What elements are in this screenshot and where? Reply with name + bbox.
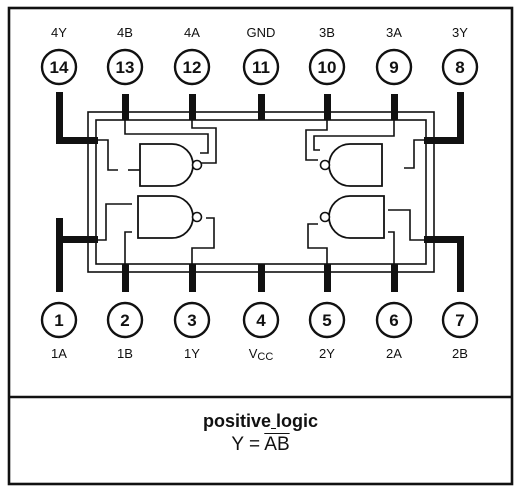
pin-2-number: 2 <box>120 311 129 330</box>
pin-9-lead <box>391 94 398 120</box>
pin-9-circle <box>375 48 413 86</box>
pin-3-number: 3 <box>187 311 196 330</box>
nand-gate-icon <box>137 195 203 239</box>
pin-6-number: 6 <box>389 311 398 330</box>
bottom-pin-leads <box>56 218 464 292</box>
gate3-input-b-wire <box>305 120 328 161</box>
vcc-v: V <box>249 346 258 361</box>
package-outline-inner <box>95 119 427 265</box>
pin-11-label: GND <box>247 25 276 40</box>
pin-12-number: 12 <box>183 58 202 77</box>
top-pin-row: 4Y 4B 4A GND 3B 3A 3Y 14 13 12 11 10 9 8 <box>40 25 479 86</box>
pin-6-label: 2A <box>386 346 402 361</box>
logic-title: positive logic <box>9 411 512 432</box>
pin-10-lead <box>324 94 331 120</box>
gate1-input-a-wire <box>96 203 132 241</box>
pin-2-circle <box>106 301 144 339</box>
pin-8-lead <box>457 92 464 144</box>
gate4-input-a-wire <box>191 120 217 164</box>
pin-3-circle <box>173 301 211 339</box>
pin-7-label: 2B <box>452 346 468 361</box>
pin-4-circle <box>242 301 280 339</box>
diagram-frame <box>7 6 514 486</box>
pin-12-lead <box>189 94 196 120</box>
logic-equation: Y = AB <box>9 434 512 456</box>
logic-footer: positive logic Y = AB <box>9 397 512 484</box>
top-pin-leads <box>56 92 464 144</box>
nand-gate-icon <box>128 143 203 187</box>
pin-7-lead <box>457 236 464 292</box>
pin-1-lead-horizontal <box>56 236 98 243</box>
pin-9-label: 3A <box>386 25 402 40</box>
gate1-input-b-wire <box>124 231 132 264</box>
gate4-output-wire <box>96 139 118 171</box>
pin-14-label: 4Y <box>51 25 67 40</box>
pin-8-number: 8 <box>455 58 464 77</box>
pin-12-label: 4A <box>184 25 200 40</box>
pin-11-lead <box>258 94 265 120</box>
pin-6-lead <box>391 264 398 292</box>
pin-7-lead-horizontal <box>424 236 464 243</box>
pin-7-circle <box>441 301 479 339</box>
pin-3-lead <box>189 264 196 292</box>
pin-10-label: 3B <box>319 25 335 40</box>
logic-title-word1: positive <box>202 411 271 431</box>
pin-5-number: 5 <box>322 311 331 330</box>
pin-13-label: 4B <box>117 25 133 40</box>
pin-8-lead-horizontal <box>424 137 464 144</box>
pin-11-number: 11 <box>252 58 270 77</box>
pin-1-lead <box>56 218 63 292</box>
pin-3-label: 1Y <box>184 346 200 361</box>
nand-gate-icon <box>319 143 383 187</box>
pin-14-lead-horizontal <box>56 137 98 144</box>
bottom-pin-row: 1 2 3 4 5 6 7 1A 1B 1Y VCC 2Y 2A 2B <box>40 301 479 363</box>
equation-overlined-ab: AB <box>264 434 290 455</box>
pin-5-circle <box>308 301 346 339</box>
nand-gates <box>128 143 385 239</box>
pin-4-number: 4 <box>256 311 266 330</box>
pin-8-label: 3Y <box>452 25 468 40</box>
pin-13-number: 13 <box>116 58 135 77</box>
pin-14-number: 14 <box>50 58 69 77</box>
gate2-output-wire <box>307 223 328 264</box>
internal-wiring <box>96 120 426 264</box>
pin-12-circle <box>173 48 211 86</box>
pin-14-circle <box>40 48 78 86</box>
gate2-input-a-wire <box>388 231 395 264</box>
pin-10-circle <box>308 48 346 86</box>
pin-13-lead <box>122 94 129 120</box>
pin-1-circle <box>40 301 78 339</box>
pin-5-lead <box>324 264 331 292</box>
gate3-input-a-wire <box>313 120 395 151</box>
pin-1-number: 1 <box>54 311 63 330</box>
gate1-output-wire <box>191 217 215 264</box>
equation-prefix: Y = <box>231 434 265 455</box>
pin-6-circle <box>375 301 413 339</box>
vcc-subscript: CC <box>257 351 273 363</box>
logic-title-word2: logic <box>276 411 319 431</box>
pin-1-label: 1A <box>51 346 67 361</box>
pin-14-lead <box>56 92 63 144</box>
pin-2-lead <box>122 264 129 292</box>
gate3-output-wire <box>404 139 426 169</box>
gate2-input-b-wire <box>388 209 426 241</box>
pin-8-circle <box>441 48 479 86</box>
pin-10-number: 10 <box>318 58 337 77</box>
gate4-input-b-wire <box>124 120 209 154</box>
pin-5-label: 2Y <box>319 346 335 361</box>
pin-7-number: 7 <box>455 311 464 330</box>
nand-gate-icon <box>319 195 385 239</box>
pin-9-number: 9 <box>389 58 398 77</box>
pin-2-label: 1B <box>117 346 133 361</box>
pin-13-circle <box>106 48 144 86</box>
pin-4-lead <box>258 264 265 292</box>
pin-11-circle <box>242 48 280 86</box>
pin-4-label: VCC <box>249 346 274 363</box>
